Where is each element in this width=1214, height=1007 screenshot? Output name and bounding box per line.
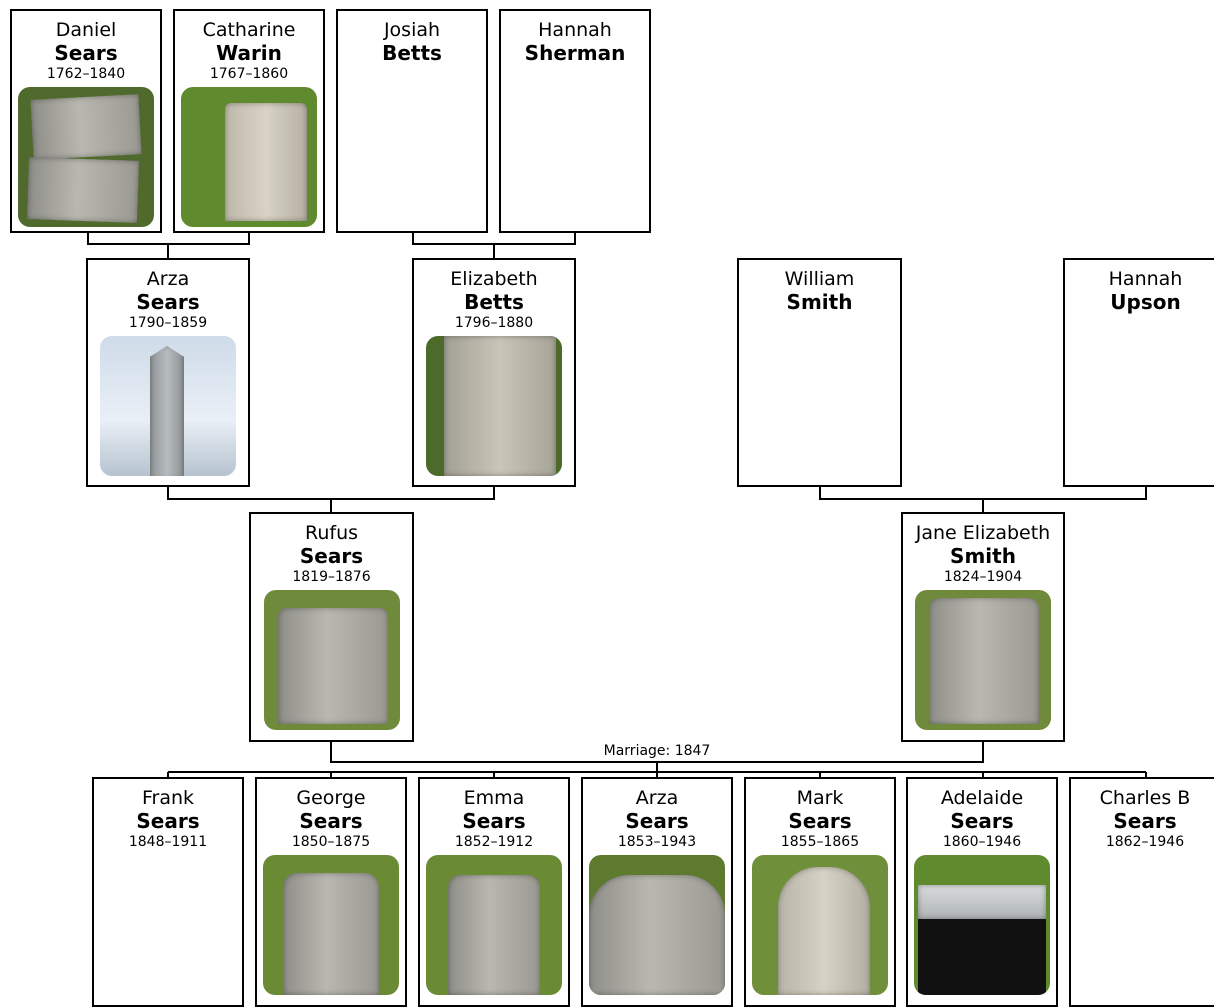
life-years: 1824–1904	[943, 569, 1023, 585]
last-name: Smith	[950, 544, 1016, 568]
gravestone-photo[interactable]	[915, 590, 1051, 730]
life-years: 1852–1912	[454, 834, 534, 850]
gravestone-photo[interactable]	[263, 590, 400, 730]
gravestone-photo[interactable]	[18, 87, 154, 227]
life-years: 1862–1946	[1105, 834, 1185, 850]
person-card-jane-elizabeth-smith[interactable]: Jane Elizabeth Smith 1824–1904	[901, 512, 1065, 742]
connector-william-hannah	[819, 486, 1147, 500]
last-name: Sears	[136, 809, 200, 833]
gravestone-photo[interactable]	[100, 336, 236, 476]
person-card-arza-sears-sr[interactable]: Arza Sears 1790–1859	[86, 258, 250, 487]
life-years: 1860–1946	[942, 834, 1022, 850]
life-years: 1853–1943	[617, 834, 697, 850]
person-card-rufus-sears[interactable]: Rufus Sears 1819–1876	[249, 512, 414, 742]
gravestone-photo[interactable]	[914, 855, 1050, 995]
gravestone-photo[interactable]	[426, 855, 562, 995]
first-name: Elizabeth	[450, 268, 538, 290]
gravestone-photo[interactable]	[589, 855, 725, 995]
gravestone-photo[interactable]	[752, 855, 888, 995]
first-name: Jane Elizabeth	[915, 522, 1051, 544]
life-years: 1848–1911	[128, 834, 208, 850]
first-name: George	[296, 787, 366, 809]
last-name: Sears	[136, 290, 200, 314]
person-card-catharine-warin[interactable]: Catharine Warin 1767–1860	[173, 9, 325, 233]
gravestone-photo[interactable]	[181, 87, 317, 227]
first-name: William	[784, 268, 855, 290]
last-name: Sears	[54, 41, 118, 65]
last-name: Sears	[462, 809, 526, 833]
person-card-frank-sears[interactable]: Frank Sears 1848–1911	[92, 777, 244, 1007]
first-name: Josiah	[383, 19, 441, 41]
life-years: 1855–1865	[780, 834, 860, 850]
first-name: Mark	[796, 787, 844, 809]
person-card-elizabeth-betts[interactable]: Elizabeth Betts 1796–1880	[412, 258, 576, 487]
person-card-daniel-sears[interactable]: Daniel Sears 1762–1840	[10, 9, 162, 233]
last-name: Betts	[382, 41, 442, 65]
gravestone-photo[interactable]	[426, 336, 562, 476]
last-name: Sears	[788, 809, 852, 833]
last-name: Sears	[299, 544, 364, 568]
connector-arza-elizabeth	[167, 486, 495, 500]
person-card-adelaide-sears[interactable]: Adelaide Sears 1860–1946	[906, 777, 1058, 1007]
person-card-charles-b-sears[interactable]: Charles B Sears 1862–1946	[1069, 777, 1214, 1007]
person-card-hannah-sherman[interactable]: Hannah Sherman	[499, 9, 651, 233]
last-name: Sherman	[524, 41, 626, 65]
last-name: Sears	[1113, 809, 1177, 833]
last-name: Sears	[950, 809, 1014, 833]
first-name: Charles B	[1099, 787, 1191, 809]
person-card-william-smith[interactable]: William Smith	[737, 258, 902, 487]
person-card-emma-sears[interactable]: Emma Sears 1852–1912	[418, 777, 570, 1007]
first-name: Hannah	[538, 19, 612, 41]
gravestone-photo[interactable]	[263, 855, 399, 995]
last-name: Betts	[464, 290, 524, 314]
last-name: Upson	[1110, 290, 1181, 314]
person-card-arza-sears-jr[interactable]: Arza Sears 1853–1943	[581, 777, 733, 1007]
first-name: Hannah	[1108, 268, 1183, 290]
life-years: 1767–1860	[209, 66, 289, 82]
first-name: Emma	[463, 787, 525, 809]
last-name: Warin	[216, 41, 282, 65]
first-name: Adelaide	[940, 787, 1024, 809]
life-years: 1796–1880	[454, 315, 534, 331]
life-years: 1850–1875	[291, 834, 371, 850]
first-name: Catharine	[202, 19, 296, 41]
person-card-mark-sears[interactable]: Mark Sears 1855–1865	[744, 777, 896, 1007]
life-years: 1819–1876	[292, 569, 371, 585]
first-name: Daniel	[55, 19, 117, 41]
first-name: Arza	[635, 787, 679, 809]
person-card-hannah-upson[interactable]: Hannah Upson	[1063, 258, 1214, 487]
person-card-josiah-betts[interactable]: Josiah Betts	[336, 9, 488, 233]
first-name: Arza	[146, 268, 190, 290]
person-card-george-sears[interactable]: George Sears 1850–1875	[255, 777, 407, 1007]
marriage-label: Marriage: 1847	[603, 743, 711, 759]
life-years: 1762–1840	[46, 66, 126, 82]
first-name: Frank	[141, 787, 195, 809]
last-name: Sears	[299, 809, 363, 833]
last-name: Smith	[786, 290, 853, 314]
last-name: Sears	[625, 809, 689, 833]
life-years: 1790–1859	[128, 315, 208, 331]
first-name: Rufus	[304, 522, 359, 544]
